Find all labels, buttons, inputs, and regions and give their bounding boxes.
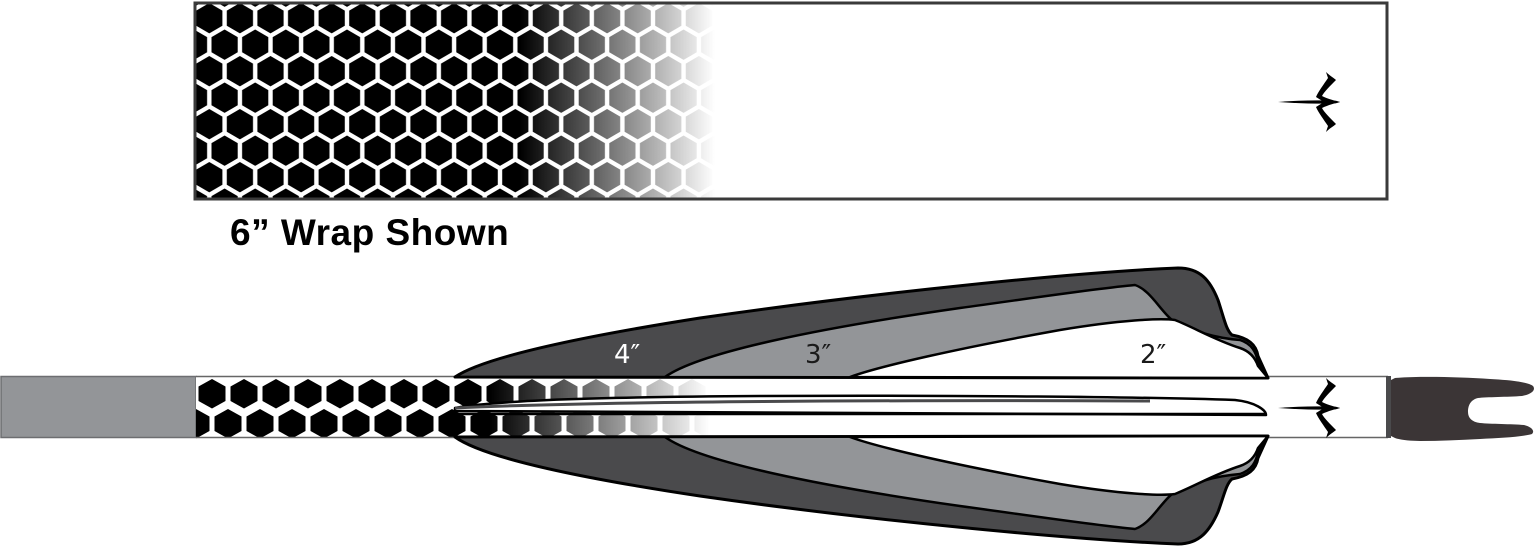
vane-size-2in-label: 2″ xyxy=(1140,340,1167,370)
arrow xyxy=(0,266,1534,546)
shaft-end-band xyxy=(1386,376,1391,438)
vane-size-4in-label: 4″ xyxy=(614,340,641,370)
wrap-caption: 6” Wrap Shown xyxy=(230,212,510,253)
wrap-border xyxy=(193,1,1389,201)
shaft-bare xyxy=(0,375,197,439)
hex-fade xyxy=(194,2,724,200)
vane-2in-lower xyxy=(848,434,1270,496)
wrap-sample xyxy=(193,1,1389,201)
vane-2in-upper xyxy=(848,318,1270,380)
nock-icon xyxy=(1391,376,1534,441)
vane-size-3in-label: 3″ xyxy=(805,340,832,370)
